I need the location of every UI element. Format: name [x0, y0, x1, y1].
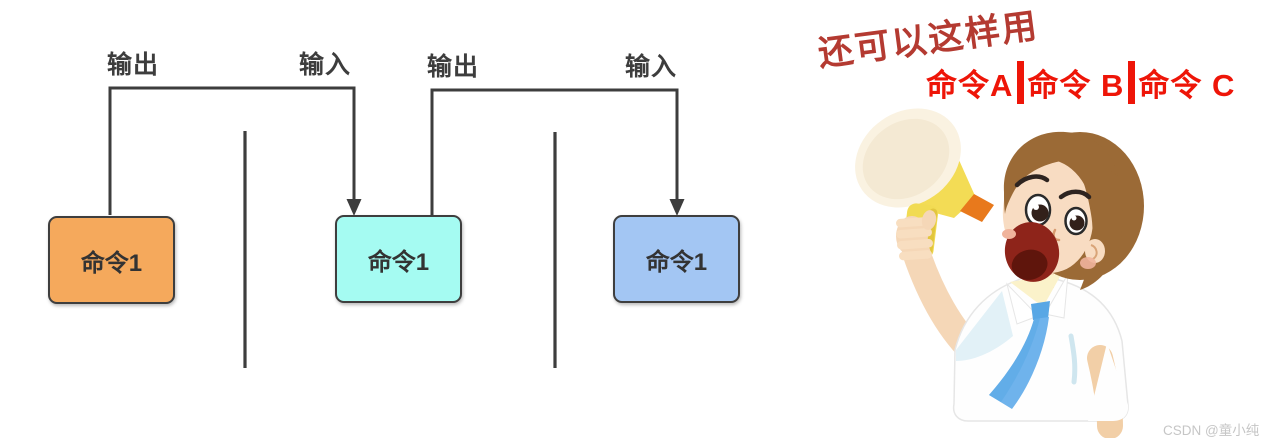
command-box-2-label: 命令1: [367, 248, 430, 276]
blush-left: [1002, 229, 1016, 239]
connector-1-arrow-icon: [346, 199, 362, 216]
annotation-command: 命令A 命令 B 命令 C: [926, 60, 1235, 105]
eye-left: [1024, 193, 1052, 227]
connector-2-input-label: 输入: [625, 53, 678, 81]
command-box-3: 命令1: [613, 215, 740, 303]
connector-1-output-label: 输出: [107, 51, 160, 79]
eyebrow-right: [1058, 189, 1092, 200]
pipe-bar-icon: [1128, 61, 1136, 104]
connector-2-arrow-icon: [669, 199, 685, 216]
connector-1-input-label: 输入: [299, 51, 352, 79]
gripping-hand: [896, 210, 937, 261]
connector-1-line: [108, 86, 356, 215]
inner-collar: [1010, 273, 1062, 307]
command-box-2: 命令1: [335, 215, 462, 303]
command-box-1-label: 命令1: [80, 249, 143, 277]
pipe-bar-icon: [1017, 61, 1025, 104]
hair-fringe: [1003, 131, 1118, 214]
watermark: CSDN @童小纯: [1163, 423, 1260, 438]
command-segment: 命令 B: [1027, 68, 1125, 103]
eye-right: [1064, 206, 1088, 236]
hair-side: [1071, 156, 1123, 290]
command-segment: 命令 C: [1138, 68, 1236, 103]
command-segment: 命令A: [926, 68, 1014, 103]
mouth: [1004, 222, 1060, 282]
ear: [1085, 239, 1105, 263]
collar-right: [1044, 273, 1069, 319]
connector-2-output-label: 输出: [427, 53, 480, 81]
connector-2-line: [430, 88, 679, 215]
tie: [989, 301, 1050, 409]
blush-right: [1080, 257, 1096, 269]
eyebrow-left: [1014, 174, 1050, 188]
head: [1002, 131, 1144, 290]
collar-left: [1006, 282, 1039, 325]
megaphone-boy-illustration: [855, 108, 1144, 438]
command-box-3-label: 命令1: [645, 248, 708, 276]
command-box-1: 命令1: [48, 216, 175, 304]
